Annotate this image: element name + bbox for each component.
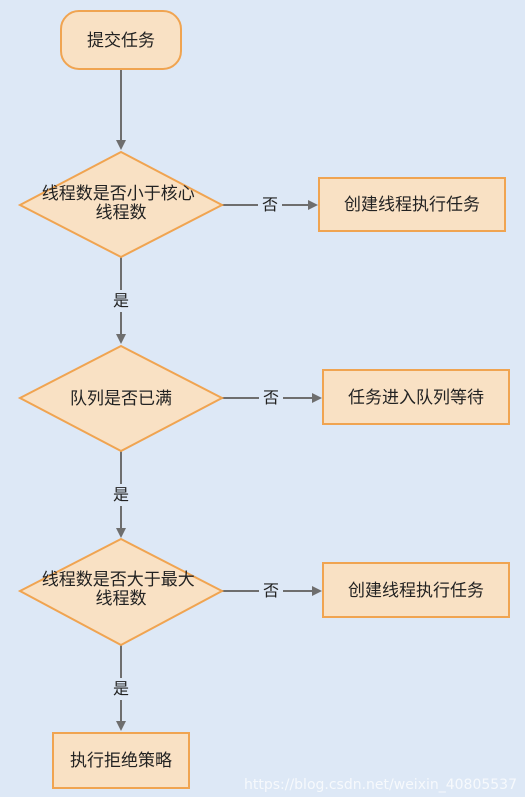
label-queue-yes: 是 [113, 485, 129, 504]
label-core-yes: 是 [113, 291, 129, 310]
decision-core-label: 线程数是否小于核心 线程数 [42, 184, 200, 223]
decision-queue-label: 队列是否已满 [70, 389, 172, 409]
decision-core-threads [17, 150, 225, 259]
label-queue-no: 否 [263, 388, 279, 407]
decision-max-label: 线程数是否大于最大 线程数 [42, 570, 200, 609]
action-reject-policy [52, 732, 190, 789]
action-enqueue-task [322, 369, 510, 425]
action-create-core-thread [318, 177, 506, 232]
action-reject-policy-label: 执行拒绝策略 [70, 751, 172, 771]
label-max-no: 否 [263, 581, 279, 600]
watermark-text: https://blog.csdn.net/weixin_40805537 [243, 777, 517, 793]
decision-queue-full [17, 344, 225, 453]
label-max-yes: 是 [113, 679, 129, 698]
label-core-no: 否 [262, 195, 278, 214]
action-create-max-thread [322, 562, 510, 618]
start-node-label: 提交任务 [87, 31, 155, 51]
nodes: 提交任务 线程数是否小于核心 线程数 创建线程执行任务 队列是否已满 任务进入队… [17, 10, 510, 789]
action-create-core-thread-label: 创建线程执行任务 [344, 195, 480, 215]
decision-max-threads [17, 537, 225, 647]
action-enqueue-task-label: 任务进入队列等待 [348, 388, 484, 408]
edge-labels: 否 是 否 是 否 是 [110, 193, 283, 700]
start-node [60, 10, 182, 70]
action-create-max-thread-label: 创建线程执行任务 [348, 581, 484, 601]
